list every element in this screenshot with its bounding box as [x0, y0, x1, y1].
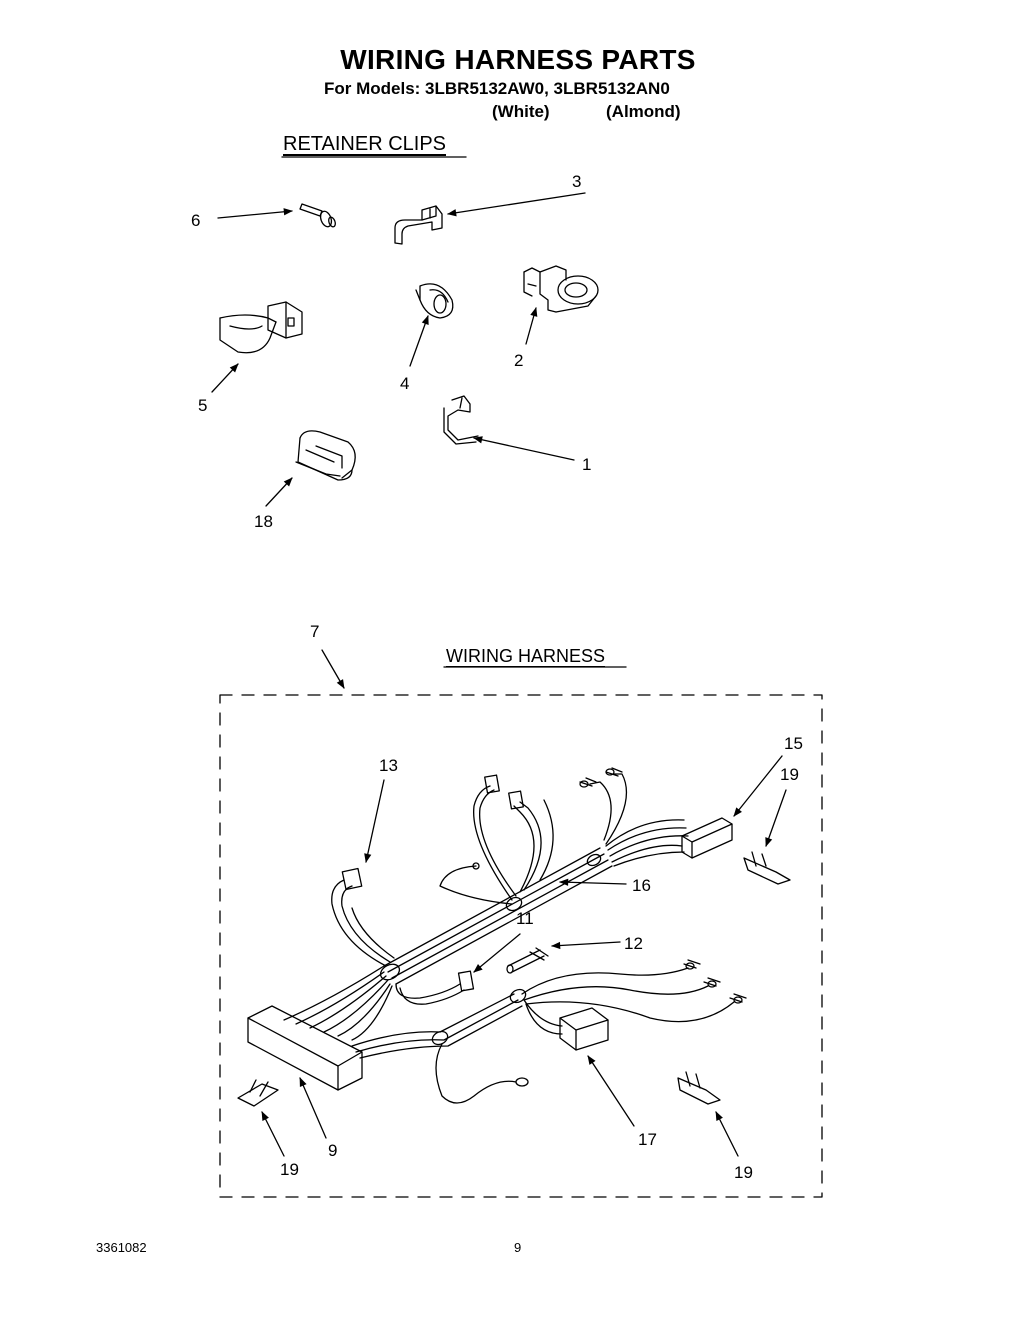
part-19-terminal-right-bottom — [678, 1072, 720, 1104]
leader-16 — [559, 878, 626, 886]
leader-19-left — [262, 1111, 284, 1156]
callout-13: 13 — [379, 756, 398, 775]
callout-16: 16 — [632, 876, 651, 895]
doc-number: 3361082 — [96, 1240, 147, 1255]
callout-4: 4 — [400, 374, 410, 393]
callout-6: 6 — [191, 211, 201, 230]
part-6-rivet — [300, 204, 337, 228]
leader-13 — [364, 780, 384, 863]
leader-2 — [526, 307, 538, 344]
part-5-large-clip — [220, 302, 302, 353]
page-title: WIRING HARNESS PARTS — [340, 44, 696, 75]
part-4-grommet — [416, 284, 453, 318]
callout-19-right-bottom: 19 — [734, 1163, 753, 1182]
part-18-sleeve — [296, 431, 355, 480]
callout-2: 2 — [514, 351, 524, 370]
leader-17 — [588, 1055, 634, 1126]
callout-19-right-top: 19 — [780, 765, 799, 784]
part-1-hook-clip — [444, 396, 478, 444]
leader-12 — [551, 942, 620, 950]
callout-3: 3 — [572, 172, 582, 191]
callout-11: 11 — [516, 909, 534, 928]
model-color-almond: (Almond) — [606, 102, 681, 121]
callout-1: 1 — [582, 455, 592, 474]
callout-17: 17 — [638, 1130, 657, 1149]
leader-3 — [447, 193, 585, 217]
callout-15: 15 — [784, 734, 803, 753]
leader-4 — [410, 315, 429, 366]
wiring-harness-frame — [220, 695, 822, 1197]
leader-19-right-top — [765, 790, 786, 847]
leader-9 — [300, 1077, 326, 1138]
leader-6 — [218, 208, 293, 218]
callout-7: 7 — [310, 622, 320, 641]
callout-18: 18 — [254, 512, 273, 531]
page-number: 9 — [514, 1240, 522, 1255]
leader-18 — [266, 477, 292, 506]
leader-1 — [473, 436, 574, 460]
leader-5 — [212, 363, 238, 392]
part-2-ring-clip — [524, 266, 598, 312]
leader-15 — [734, 756, 782, 817]
retainer-clips-heading: RETAINER CLIPS — [283, 133, 446, 155]
model-color-white: (White) — [492, 102, 550, 121]
callout-12: 12 — [624, 934, 643, 953]
callout-9: 9 — [328, 1141, 338, 1160]
part-19-terminal-left — [238, 1080, 278, 1106]
leader-11 — [473, 934, 520, 972]
part-3-clip — [395, 206, 442, 244]
models-line: For Models: 3LBR5132AW0, 3LBR5132AN0 — [324, 79, 670, 98]
callout-5: 5 — [198, 396, 208, 415]
wiring-harness-assembly — [248, 768, 746, 1103]
part-19-terminal-right-top — [744, 852, 790, 884]
callout-19-left: 19 — [280, 1160, 299, 1179]
leader-19-right-bottom — [716, 1111, 738, 1156]
wiring-harness-heading: WIRING HARNESS — [446, 646, 606, 666]
leader-7 — [322, 650, 344, 689]
part-12-terminal — [507, 948, 548, 973]
